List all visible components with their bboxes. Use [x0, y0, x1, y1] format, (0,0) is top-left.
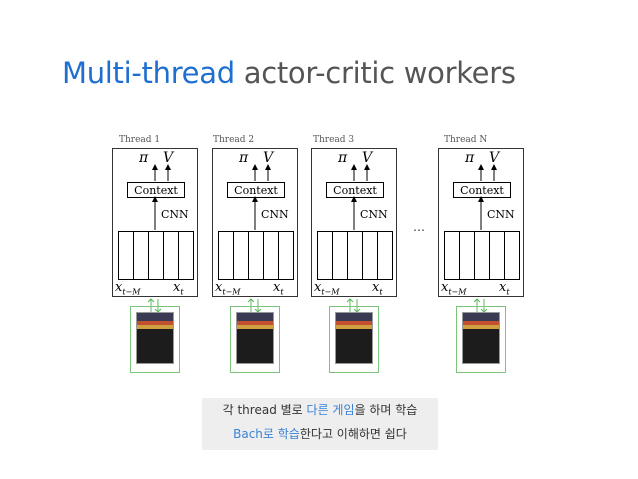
x-last-label: xt [372, 280, 383, 297]
policy-symbol: π [338, 150, 347, 166]
frame-stack [317, 231, 393, 280]
thread-label: Thread 2 [213, 135, 254, 145]
x-first-label: xt−M [115, 280, 140, 297]
cnn-label: CNN [161, 208, 189, 221]
x-last-label: xt [273, 280, 284, 297]
x-first-label: xt−M [441, 280, 466, 297]
game-screenshot [462, 312, 500, 364]
more-threads-ellipsis: … [413, 220, 425, 234]
game-screenshot [236, 312, 274, 364]
io-arrows [148, 299, 487, 312]
thread-label: Thread 3 [313, 135, 354, 145]
note-line-1: 각 thread 별로 다른 게임을 하며 학습 [202, 398, 438, 422]
context-box: Context [227, 182, 285, 198]
frame-stack [118, 231, 194, 280]
context-box: Context [326, 182, 384, 198]
thread-label: Thread N [444, 135, 487, 145]
x-last-label: xt [173, 280, 184, 297]
x-first-label: xt−M [314, 280, 339, 297]
context-box: Context [453, 182, 511, 198]
thread-box: π V Context CNN xt−M xt [112, 148, 198, 297]
explanation-note: 각 thread 별로 다른 게임을 하며 학습 Bach로 학습한다고 이해하… [202, 398, 438, 450]
thread-box: π V Context CNN xt−M xt [212, 148, 298, 297]
frame-stack [218, 231, 294, 280]
note-line-2: Bach로 학습한다고 이해하면 쉽다 [202, 422, 438, 446]
game-screenshot [335, 312, 373, 364]
game-screenshot [136, 312, 174, 364]
value-symbol: V [263, 150, 273, 166]
cnn-label: CNN [487, 208, 515, 221]
cnn-label: CNN [261, 208, 289, 221]
x-last-label: xt [499, 280, 510, 297]
policy-symbol: π [139, 150, 148, 166]
value-symbol: V [163, 150, 173, 166]
value-symbol: V [362, 150, 372, 166]
x-first-label: xt−M [215, 280, 240, 297]
slide-title: Multi-thread actor-critic workers [62, 56, 516, 90]
policy-symbol: π [239, 150, 248, 166]
thread-box: π V Context CNN xt−M xt [311, 148, 397, 297]
thread-label: Thread 1 [119, 135, 160, 145]
frame-stack [444, 231, 520, 280]
title-rest: actor-critic workers [244, 56, 516, 90]
cnn-label: CNN [360, 208, 388, 221]
title-highlight: Multi-thread [62, 56, 235, 90]
thread-box: π V Context CNN xt−M xt [438, 148, 524, 297]
policy-symbol: π [465, 150, 474, 166]
value-symbol: V [489, 150, 499, 166]
context-box: Context [127, 182, 185, 198]
